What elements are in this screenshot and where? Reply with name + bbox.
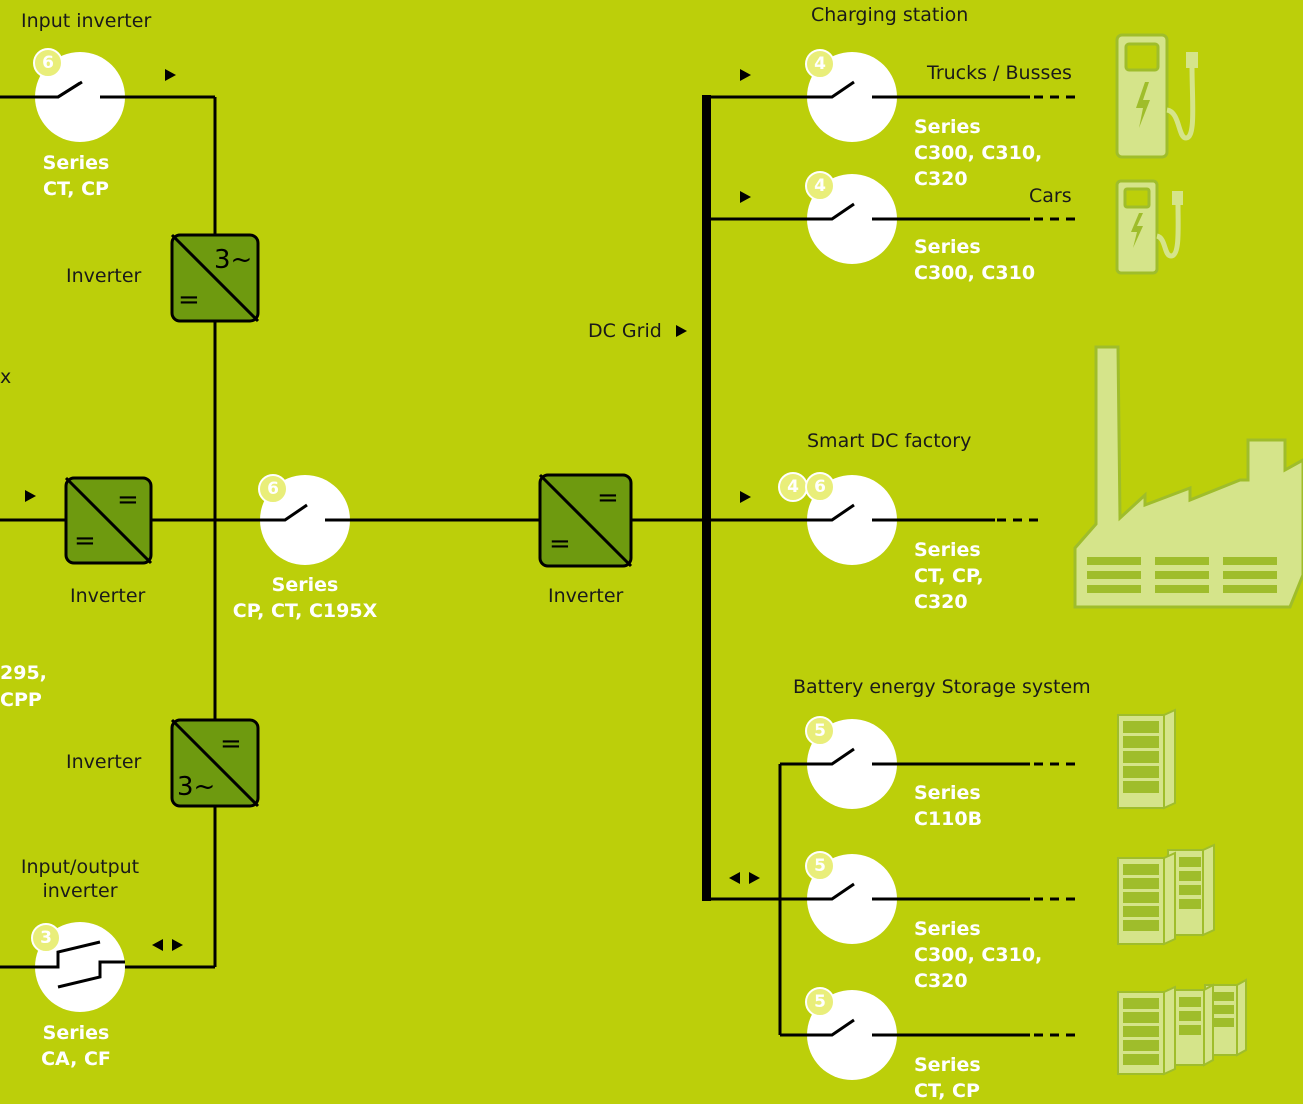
badge-sw-middle: 6 [258, 474, 288, 504]
label-io-inverter-line1: Input/output [20, 856, 140, 878]
series-line: CP, CT, C195X [232, 600, 378, 622]
series-line: C320 [914, 591, 968, 613]
converter-symbols: 3~ = = = = = = 3~ [74, 245, 619, 802]
label-inverter-center: Inverter [548, 585, 624, 607]
series-line: Series [42, 152, 110, 174]
svg-text:=: = [74, 526, 96, 556]
series-sw-factory: Series CT, CP, C320 [914, 537, 984, 615]
series-sw-middle: Series CP, CT, C195X [225, 572, 385, 624]
series-line: Series [271, 574, 339, 596]
series-sw-input-inverter: Series CT, CP [20, 150, 132, 202]
series-sw-cars: Series C300, C310 [914, 234, 1035, 286]
label-inverter-top: Inverter [66, 265, 142, 287]
arrow-right-icon [740, 191, 751, 203]
series-line: Series [914, 782, 981, 804]
label-cars: Cars [1029, 185, 1072, 207]
arrow-right-icon [740, 69, 751, 81]
series-line: Series [914, 918, 981, 940]
label-dc-grid: DC Grid [588, 320, 662, 342]
series-line: C300, C310 [914, 262, 1036, 284]
battery-rack-single-icon [1117, 708, 1176, 810]
series-line: CT, CP [914, 1080, 980, 1102]
arrow-right-icon [172, 939, 183, 951]
series-line: Series [42, 1022, 110, 1044]
dashed-line-ends [997, 95, 1082, 1037]
series-line: C300, C310, [914, 944, 1043, 966]
badge-sw-io-inverter: 3 [31, 923, 61, 953]
arrow-right-icon [749, 872, 760, 884]
badge-sw-battery-3: 5 [805, 987, 835, 1017]
car-charger-icon [1115, 179, 1183, 275]
series-line: C320 [914, 168, 968, 190]
label-battery-storage: Battery energy Storage system [793, 676, 1091, 698]
svg-text:=: = [597, 483, 619, 513]
series-line: C110B [914, 808, 983, 830]
series-line: Series [914, 116, 981, 138]
svg-text:=: = [220, 729, 242, 759]
series-line: CA, CF [41, 1048, 111, 1070]
flow-arrows [25, 69, 760, 951]
badge-sw-input-inverter: 6 [33, 48, 63, 78]
switch-circles [35, 52, 897, 1080]
arrow-left-icon [729, 872, 740, 884]
series-line: CT, CP [43, 178, 109, 200]
arrow-right-icon [740, 491, 751, 503]
label-input-inverter: Input inverter [21, 10, 152, 32]
arrow-right-icon [165, 69, 176, 81]
svg-text:=: = [117, 485, 139, 515]
series-line: Series [914, 236, 981, 258]
battery-rack-double-icon [1117, 843, 1215, 946]
badge-sw-factory-b: 6 [805, 472, 835, 502]
dc-bus-bar [702, 95, 711, 901]
series-sw-battery-2: Series C300, C310, C320 [914, 916, 1042, 994]
badge-sw-battery-2: 5 [805, 851, 835, 881]
series-line: Series [914, 539, 981, 561]
series-sw-battery-1: Series C110B [914, 780, 982, 832]
truck-charger-icon [1115, 33, 1198, 159]
converters [64, 233, 633, 808]
label-trucks-busses: Trucks / Busses [927, 62, 1072, 84]
badge-sw-cars: 4 [805, 171, 835, 201]
switch-contacts [35, 80, 897, 1037]
label-smart-dc-factory: Smart DC factory [807, 430, 972, 452]
arrow-right-icon [676, 325, 687, 337]
series-sw-trucks: Series C300, C310, C320 [914, 114, 1042, 192]
label-inverter-bottom: Inverter [66, 751, 142, 773]
svg-text:=: = [549, 529, 571, 559]
arrow-left-icon [152, 939, 163, 951]
arrow-right-icon [25, 490, 36, 502]
label-fragment-x: x [0, 366, 12, 388]
battery-rack-triple-icon [1117, 978, 1247, 1076]
changeover-switch-icon [35, 940, 125, 989]
svg-text:3~: 3~ [177, 772, 215, 802]
series-line: C320 [914, 970, 968, 992]
label-inverter-mid-left: Inverter [70, 585, 146, 607]
badge-sw-battery-1: 5 [805, 716, 835, 746]
label-charging-station: Charging station [811, 4, 969, 26]
badge-sw-trucks: 4 [805, 49, 835, 79]
label-io-inverter: Input/output inverter [10, 855, 150, 903]
series-line: C300, C310, [914, 142, 1043, 164]
label-fragment-cpp: CPP [0, 689, 42, 711]
factory-icon [1073, 345, 1303, 609]
series-line: CT, CP, [914, 565, 984, 587]
badge-sw-factory-a: 4 [778, 472, 808, 502]
series-sw-io-inverter: Series CA, CF [20, 1020, 132, 1072]
svg-text:3~: 3~ [214, 245, 252, 275]
label-io-inverter-line2: inverter [42, 880, 118, 902]
svg-text:=: = [178, 285, 200, 315]
series-line: Series [914, 1054, 981, 1076]
series-sw-battery-3: Series CT, CP [914, 1052, 981, 1104]
label-fragment-295: 295, [0, 662, 47, 684]
